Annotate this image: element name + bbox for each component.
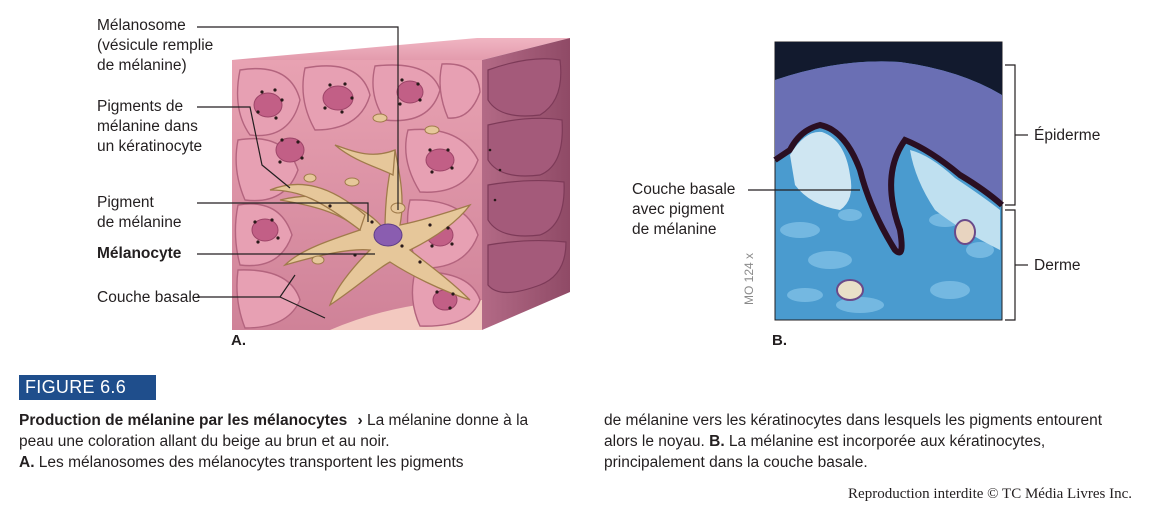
label-couche-basale: Couche basale	[97, 289, 201, 306]
caption-title: Production de mélanine par les mélanocyt…	[19, 412, 348, 429]
basal-pigment-layer	[773, 121, 1004, 256]
panel-a-letter: A.	[231, 332, 246, 349]
blood-vessel	[836, 279, 864, 301]
panel-b-letter: B.	[772, 332, 787, 349]
caption-intro: La mélanine donne à la peau une colorati…	[19, 412, 529, 450]
dermal-papilla-right	[910, 150, 1000, 250]
stratum-corneum	[775, 42, 1002, 95]
caption-column-2: de mélanine vers les kératinocytes dans …	[604, 410, 1134, 473]
label-couche-basale-pigment: Couche basale avec pigment de mélanine	[632, 181, 736, 238]
label-pigment: Pigment de mélanine	[97, 194, 182, 231]
melanocyte-dendrite-left	[269, 183, 366, 232]
side-cells	[487, 58, 567, 294]
label-melanocyte: Mélanocyte	[97, 245, 182, 262]
epidermis-layer	[775, 61, 1002, 253]
cube-top-face	[232, 38, 570, 60]
caption-col2-text: de mélanine vers les kératinocytes dans …	[604, 412, 1102, 450]
magnification-label: MO 124 x	[742, 252, 756, 305]
label-epiderme: Épiderme	[1034, 127, 1101, 144]
caption-column-1: Production de mélanine par les mélanocyt…	[19, 410, 554, 473]
layer-brackets	[1005, 64, 1028, 321]
pigment-dots	[253, 78, 502, 310]
caption-b-text: La mélanine est incorporée aux kératinoc…	[604, 433, 1046, 471]
copyright-notice: Reproduction interdite © TC Média Livres…	[848, 486, 1132, 502]
label-derme: Derme	[1034, 257, 1081, 274]
caption-a-letter: A.	[19, 454, 35, 471]
melanocyte-nucleus	[373, 223, 403, 247]
blood-vessel-2	[954, 219, 976, 245]
caption-arrow: ›	[357, 412, 363, 429]
melanocyte-dendrite-upper	[334, 144, 396, 177]
caption-b-letter: B.	[709, 433, 725, 450]
caption-a-text: Les mélanosomes des mélanocytes transpor…	[34, 454, 464, 471]
label-melanosome: Mélanosome (vésicule remplie de mélanine…	[97, 17, 214, 74]
panel-a-leader-lines	[197, 26, 399, 319]
keratinocyte-nuclei	[251, 80, 458, 311]
figure-number-badge: FIGURE 6.6	[19, 375, 156, 400]
label-pigments-keratinocyte: Pigments de mélanine dans un kératinocyt…	[97, 98, 203, 155]
